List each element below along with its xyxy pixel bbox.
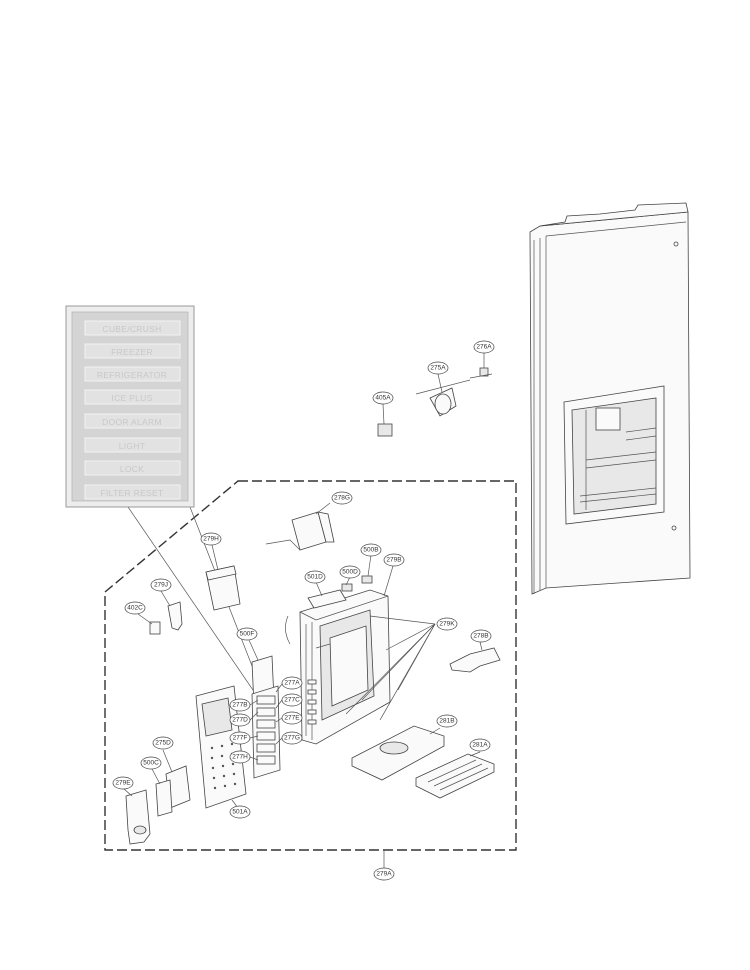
part-281B-drip-tray xyxy=(351,725,445,781)
callout-279K xyxy=(436,617,458,631)
callout-279A xyxy=(373,867,395,881)
callout-277E xyxy=(281,711,303,725)
callout-277H-label: 277H xyxy=(232,754,248,761)
refrigerator-door xyxy=(529,202,691,595)
callout-501D xyxy=(304,570,326,584)
part-callouts: 276A 275A 405A 278G 279H 500B 279B 500D … xyxy=(112,340,495,881)
panel-button-3 xyxy=(84,389,181,405)
callout-275D-label: 275D xyxy=(155,740,171,747)
part-277-buttons-stack xyxy=(249,683,283,779)
panel-button-4 xyxy=(84,413,181,429)
callout-275D xyxy=(152,736,174,750)
callout-279E xyxy=(112,776,134,790)
callout-277F-label: 277F xyxy=(233,735,248,742)
callout-501A xyxy=(229,805,251,819)
callout-277C-label: 277C xyxy=(284,697,300,704)
panel-button-0 xyxy=(84,320,181,336)
callout-277E-label: 277E xyxy=(284,715,300,722)
part-279B-housing xyxy=(285,589,391,745)
callout-281B-label: 281B xyxy=(439,718,454,725)
panel-button-label: LIGHT xyxy=(119,441,146,451)
part-402C-clip xyxy=(137,613,161,635)
callout-279B-label: 279B xyxy=(386,557,401,564)
callout-276A xyxy=(473,340,495,354)
callout-277D xyxy=(229,713,251,727)
part-279E-lever xyxy=(123,788,151,845)
panel-button-6 xyxy=(84,460,181,476)
part-501D-board xyxy=(307,581,347,609)
part-500C-board xyxy=(151,768,173,817)
callout-279H xyxy=(200,532,222,546)
panel-button-label: DOOR ALARM xyxy=(102,417,162,427)
callout-279B xyxy=(383,553,405,567)
callout-277A xyxy=(281,676,303,690)
callout-500B-label: 500B xyxy=(363,547,378,554)
callout-405A xyxy=(372,391,394,405)
callout-279H-label: 279H xyxy=(203,536,219,543)
part-405A-switch xyxy=(377,403,393,437)
panel-button-label: FILTER RESET xyxy=(101,488,164,498)
part-275A-dispenser-motor xyxy=(415,373,471,417)
panel-button-2 xyxy=(84,366,181,382)
callout-277B-label: 277B xyxy=(232,702,247,709)
part-500D-sensor xyxy=(341,576,353,592)
callout-500F xyxy=(236,627,258,641)
callout-279E-label: 279E xyxy=(115,780,131,787)
callout-278G xyxy=(331,491,353,505)
callout-501A-label: 501A xyxy=(232,809,248,816)
part-278G-bracket xyxy=(265,502,335,551)
callout-402C xyxy=(124,601,146,615)
callout-500B xyxy=(360,543,382,557)
panel-button-label: CUBE/CRUSH xyxy=(102,324,161,334)
part-276A-bracket xyxy=(469,353,493,379)
callout-277C xyxy=(281,693,303,707)
panel-button-1 xyxy=(84,343,181,359)
part-279K-leaders xyxy=(345,615,436,721)
callout-277H xyxy=(229,750,251,764)
callout-279K-label: 279K xyxy=(439,621,455,628)
callout-279A-label: 279A xyxy=(376,871,392,878)
callout-278G-label: 278G xyxy=(334,495,350,502)
part-279J-bracket xyxy=(160,590,183,631)
part-278B-actuator xyxy=(449,641,501,673)
panel-button-label: FREEZER xyxy=(111,347,153,357)
part-281A-grille xyxy=(415,751,495,799)
callout-281B xyxy=(436,714,458,728)
panel-button-5 xyxy=(84,437,181,453)
callout-277D-label: 277D xyxy=(232,717,248,724)
callout-500F-label: 500F xyxy=(240,631,255,638)
callout-281A-label: 281A xyxy=(472,742,488,749)
callout-275A xyxy=(427,361,449,375)
callout-277F xyxy=(229,731,251,745)
panel-button-label: REFRIGERATOR xyxy=(97,370,167,380)
callout-275A-label: 275A xyxy=(430,365,446,372)
callout-277A-label: 277A xyxy=(284,680,300,687)
callout-402C-label: 402C xyxy=(127,605,143,612)
callout-277G xyxy=(281,731,303,745)
callout-501D-label: 501D xyxy=(307,574,323,581)
part-279H-cover xyxy=(205,544,241,611)
callout-500C-label: 500C xyxy=(143,760,159,767)
callout-276A-label: 276A xyxy=(476,344,492,351)
callout-279J-label: 279J xyxy=(154,582,168,589)
callout-405A-label: 405A xyxy=(375,395,391,402)
panel-button-7 xyxy=(84,484,181,500)
callout-278B-label: 278B xyxy=(473,633,488,640)
callout-281A xyxy=(469,738,491,752)
control-panel-buttons: CUBE/CRUSH FREEZER REFRIGERATOR ICE PLUS… xyxy=(84,320,181,500)
callout-279J xyxy=(150,578,172,592)
callout-500D xyxy=(339,565,361,579)
callout-278B xyxy=(470,629,492,643)
assembly-dashed-boundary xyxy=(104,480,517,851)
callout-500C xyxy=(140,756,162,770)
callout-277B xyxy=(229,698,251,712)
panel-button-label: LOCK xyxy=(120,464,144,474)
callout-277G-label: 277G xyxy=(284,735,300,742)
part-500B-sensor xyxy=(361,554,373,584)
panel-button-label: ICE PLUS xyxy=(111,393,152,403)
callout-500D-label: 500D xyxy=(342,569,358,576)
